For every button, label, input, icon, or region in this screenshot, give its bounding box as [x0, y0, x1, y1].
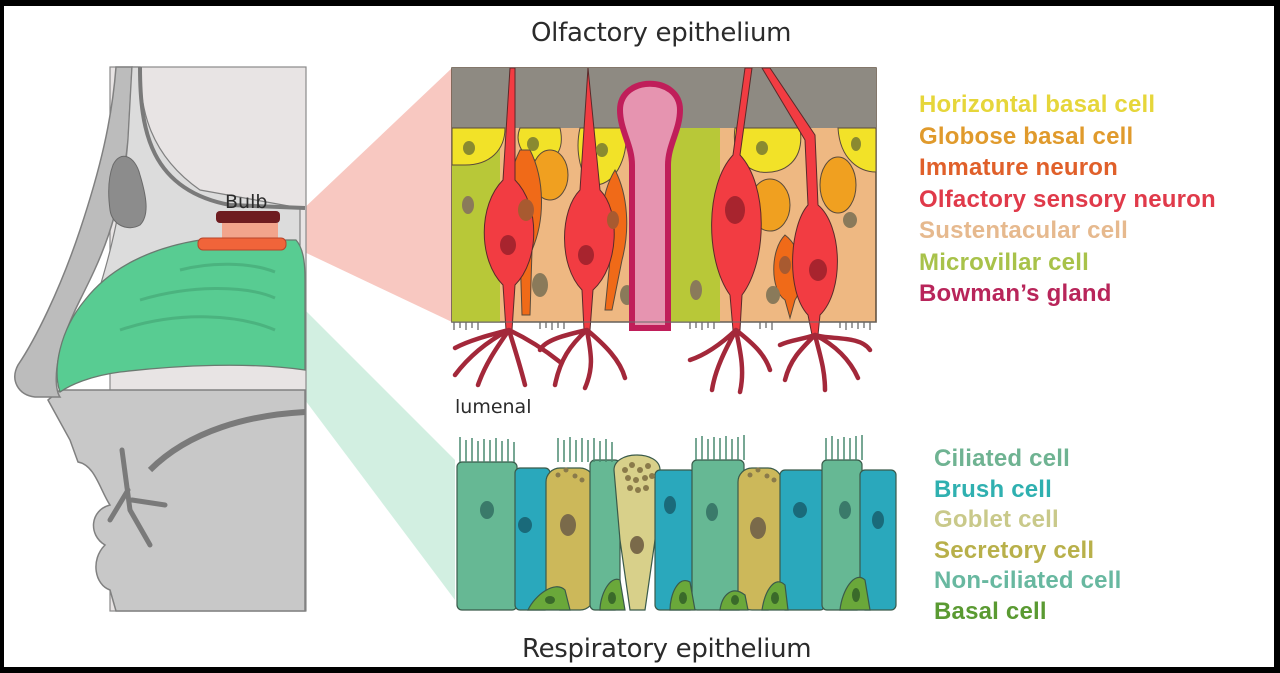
olfactory-epithelium-title: Olfactory epithelium [531, 18, 792, 48]
respiratory-epithelium-title: Respiratory epithelium [522, 634, 812, 664]
figure-canvas: Olfactory epithelium Respiratory epithel… [4, 6, 1274, 667]
legend-item-brush-cell: Brush cell [934, 475, 1053, 503]
bulb-label: Bulb [225, 191, 268, 213]
legend-item-bowmans-gland: Bowman’s gland [919, 280, 1112, 307]
legend-item-immature-neuron: Immature neuron [919, 154, 1119, 181]
olfactory-legend: Horizontal basal cell Globose basal cell… [919, 89, 1216, 310]
legend-item-non-ciliated-cell: Non-ciliated cell [934, 567, 1122, 594]
legend-item-olfactory-sensory-neuron: Olfactory sensory neuron [919, 185, 1216, 213]
legend-item-secretory-cell: Secretory cell [934, 536, 1095, 564]
head-sagittal-section [14, 66, 307, 612]
respiratory-zoom-funnel [305, 310, 455, 600]
legend-item-horizontal-basal-cell: Horizontal basal cell [919, 91, 1156, 118]
legend-item-goblet-cell: Goblet cell [934, 506, 1059, 533]
lumenal-label: lumenal [455, 396, 532, 418]
olfactory-epithelium-illustration [451, 67, 877, 395]
legend-item-sustentacular-cell: Sustentacular cell [919, 217, 1129, 244]
legend-item-ciliated-cell: Ciliated cell [934, 445, 1070, 472]
diagram-svg [14, 66, 897, 612]
respiratory-legend: Ciliated cell Brush cell Goblet cell Sec… [934, 444, 1121, 627]
legend-item-basal-cell: Basal cell [934, 597, 1047, 625]
olfactory-zoom-funnel [300, 68, 452, 322]
respiratory-epithelium-illustration [456, 435, 897, 611]
legend-item-globose-basal-cell: Globose basal cell [919, 122, 1134, 150]
legend-item-microvillar-cell: Microvillar cell [919, 248, 1089, 276]
